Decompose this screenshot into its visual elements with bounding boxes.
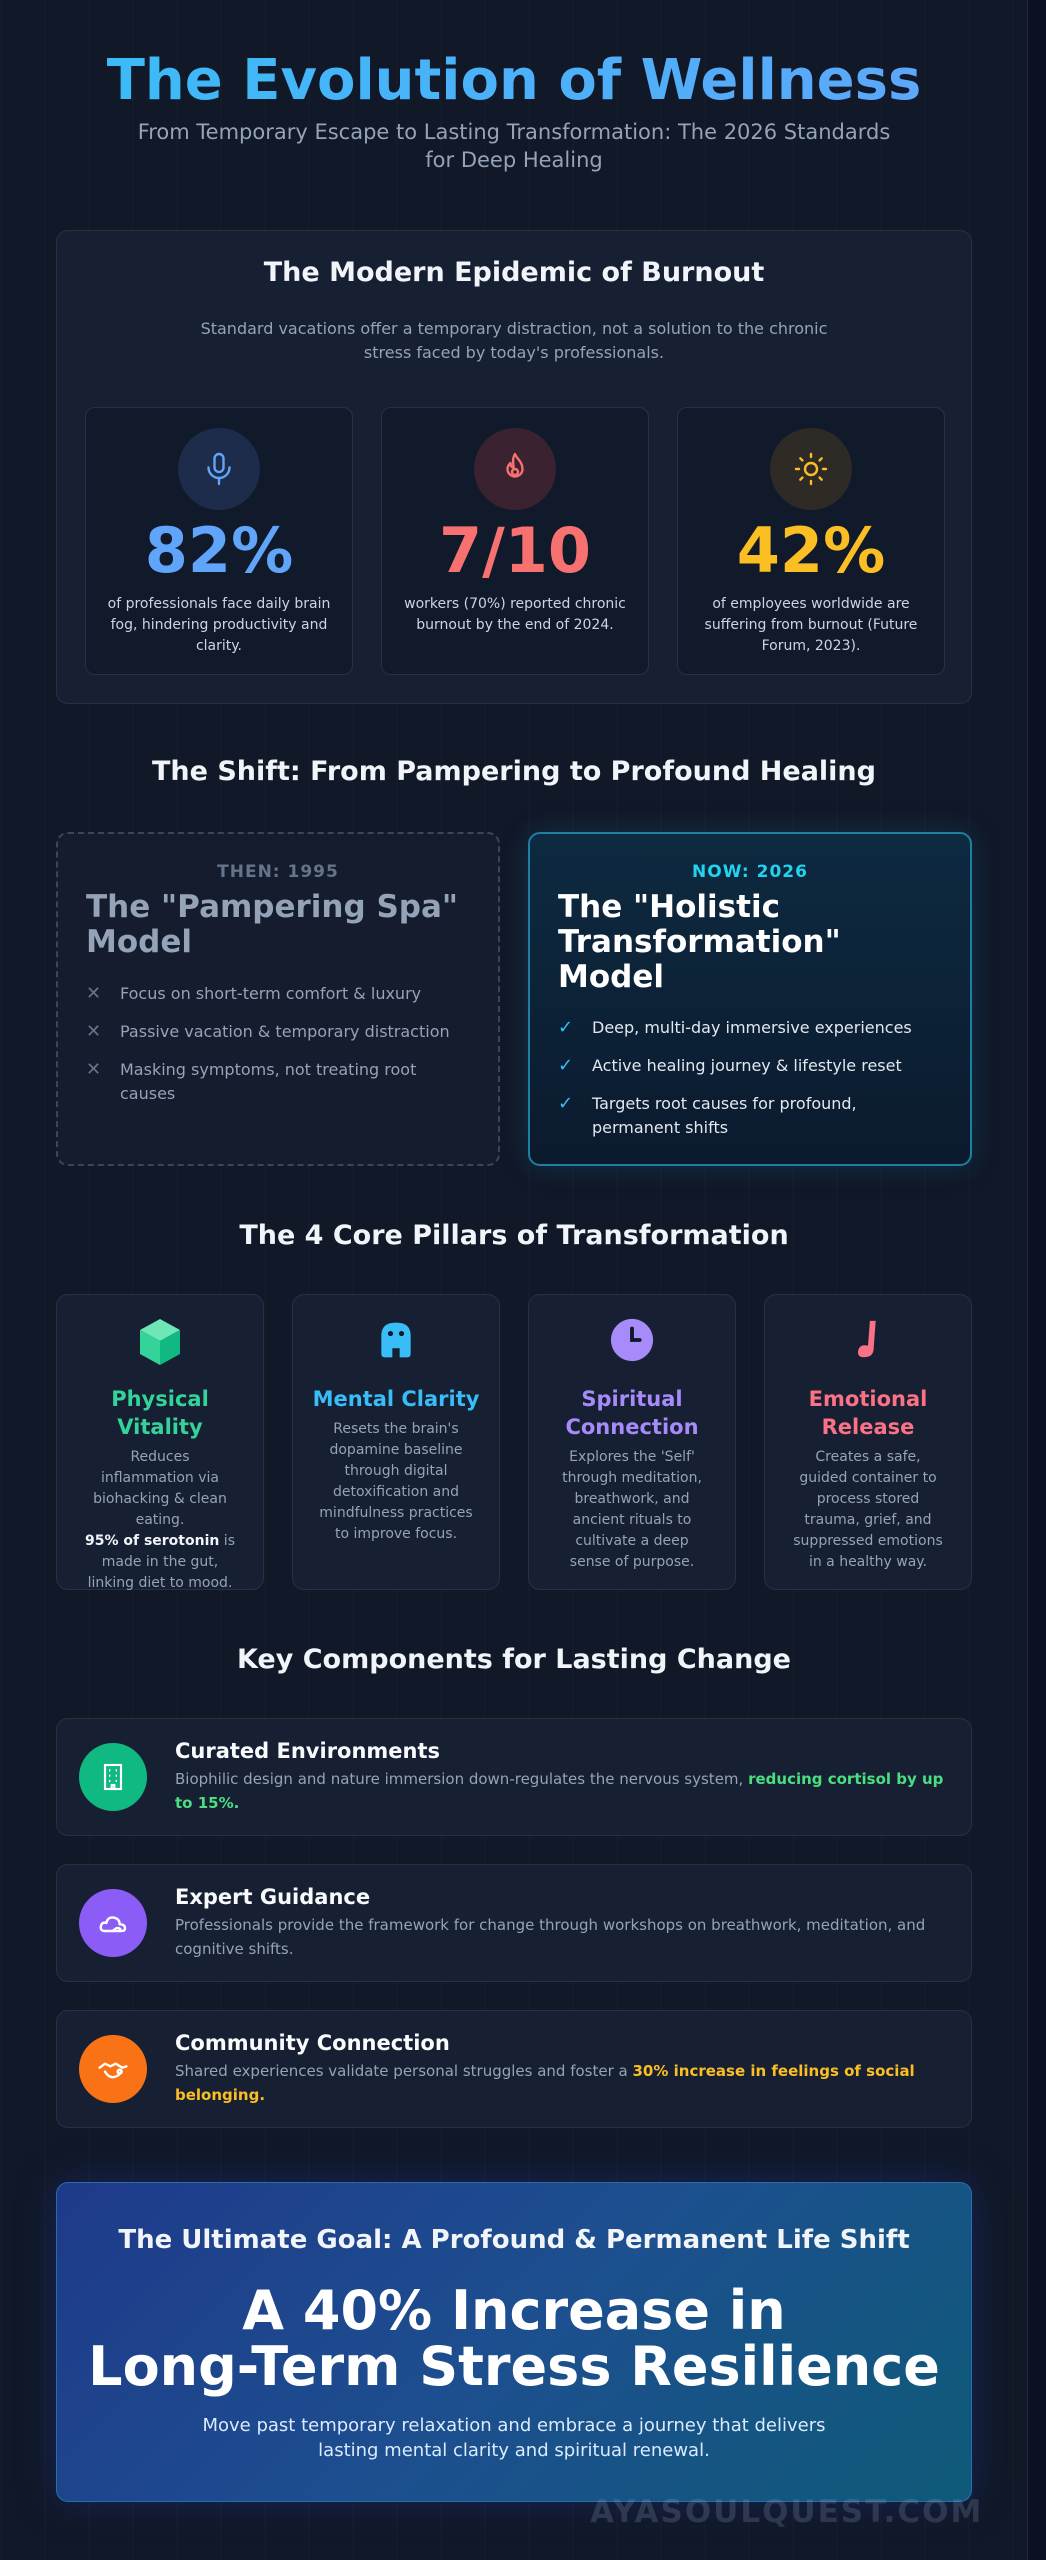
- now-model-card: NOW: 2026 The "Holistic Transformation" …: [528, 832, 972, 1166]
- stat-value: 82%: [144, 514, 294, 587]
- component-text: Biophilic design and nature immersion do…: [175, 1767, 947, 1815]
- now-point-text: Targets root causes for profound, perman…: [592, 1094, 857, 1137]
- page-subtitle: From Temporary Escape to Lasting Transfo…: [137, 120, 891, 172]
- stat-description: of employees worldwide are suffering fro…: [704, 596, 918, 654]
- stat-value: 42%: [736, 514, 886, 587]
- pillar-text: Creates a safe, guided container to proc…: [793, 1449, 943, 1570]
- pillar-physical-vitality: Physical Vitality Reduces inflammation v…: [56, 1294, 264, 1591]
- page-title: The Evolution of Wellness: [0, 48, 1028, 113]
- pillar-name: Emotional Release: [808, 1387, 928, 1439]
- sun-icon: [770, 428, 852, 510]
- now-point: ✓ Targets root causes for profound, perma…: [558, 1092, 946, 1140]
- stat-description: workers (70%) reported chronic burnout b…: [404, 596, 626, 633]
- stat-card-chronic-burnout: 7/10 workers (70%) reported chronic burn…: [381, 407, 649, 675]
- ultimate-goal-banner: The Ultimate Goal: A Profound & Permanen…: [56, 2182, 972, 2502]
- pillar-spiritual-connection: Spiritual Connection Explores the 'Self'…: [528, 1294, 736, 1590]
- stat-card-brain-fog: 82% of professionals face daily brain fo…: [85, 407, 353, 675]
- pillar-text-rest: is made in the gut, linking diet to mood…: [87, 1533, 235, 1591]
- components-title: Key Components for Lasting Change: [236, 1644, 791, 1675]
- then-point-text: Passive vacation & temporary distraction: [120, 1022, 450, 1041]
- pillar-name: Physical Vitality: [111, 1387, 209, 1439]
- scrollbar-track[interactable]: [1028, 0, 1046, 2560]
- pillar-mental-clarity: Mental Clarity Resets the brain's dopami…: [292, 1294, 500, 1590]
- component-text: Shared experiences validate personal str…: [175, 2059, 947, 2107]
- then-model-card: THEN: 1995 The "Pampering Spa" Model ✕ Fo…: [56, 832, 500, 1166]
- then-point: ✕ Focus on short-term comfort & luxury: [86, 982, 474, 1006]
- goal-text: Move past temporary relaxation and embra…: [202, 2415, 826, 2461]
- component-title: Expert Guidance: [175, 1885, 371, 1909]
- cloud-icon: [79, 1889, 147, 1957]
- then-point-text: Masking symptoms, not treating root caus…: [120, 1060, 417, 1103]
- then-point: ✕ Passive vacation & temporary distractio…: [86, 1020, 474, 1044]
- stat-description: of professionals face daily brain fog, h…: [107, 596, 331, 654]
- component-curated-environments: Curated Environments Biophilic design an…: [56, 1718, 972, 1836]
- component-highlight: 30% increase in feelings of social belon…: [175, 2062, 915, 2104]
- stat-value: 7/10: [438, 514, 592, 587]
- pillar-text-main: Reduces inflammation via biohacking & cl…: [93, 1449, 227, 1528]
- handshake-icon: [79, 2035, 147, 2103]
- then-era-label: THEN: 1995: [217, 862, 339, 882]
- stat-card-employees-burnout: 42% of employees worldwide are suffering…: [677, 407, 945, 675]
- goal-headline-line-1: A 40% Increase in: [242, 2279, 786, 2342]
- now-era-label: NOW: 2026: [692, 862, 808, 882]
- component-highlight: reducing cortisol by up to 15%.: [175, 1770, 944, 1812]
- component-title: Community Connection: [175, 2031, 450, 2055]
- then-model-title: The "Pampering Spa" Model: [86, 889, 459, 960]
- watermark: AYASOULQUEST.COM: [590, 2494, 984, 2530]
- brain-icon: [293, 1317, 499, 1367]
- goal-headline-line-2: Long-Term Stress Resilience: [88, 2335, 940, 2398]
- burnout-section: The Modern Epidemic of Burnout Standard …: [56, 230, 972, 704]
- now-point-text: Active healing journey & lifestyle reset: [592, 1056, 902, 1075]
- shift-title: The Shift: From Pampering to Profound He…: [152, 756, 876, 787]
- component-community-connection: Community Connection Shared experiences …: [56, 2010, 972, 2128]
- building-icon: [79, 1743, 147, 1811]
- component-text-main: Biophilic design and nature immersion do…: [175, 1770, 749, 1788]
- microphone-icon: [178, 428, 260, 510]
- cross-icon: ✕: [86, 1059, 102, 1080]
- now-point: ✓ Active healing journey & lifestyle rese…: [558, 1054, 946, 1078]
- pillar-emotional-release: Emotional Release Creates a safe, guided…: [764, 1294, 972, 1590]
- burnout-intro: Standard vacations offer a temporary dis…: [200, 319, 828, 362]
- pillar-name: Mental Clarity: [312, 1387, 480, 1411]
- pillar-text: Reduces inflammation via biohacking & cl…: [83, 1447, 237, 1594]
- then-point-text: Focus on short-term comfort & luxury: [120, 984, 422, 1003]
- burnout-title: The Modern Epidemic of Burnout: [263, 257, 765, 288]
- component-text-main: Shared experiences validate personal str…: [175, 2062, 633, 2080]
- music-note-icon: [765, 1317, 971, 1367]
- now-point: ✓ Deep, multi-day immersive experiences: [558, 1016, 946, 1040]
- checkmark-icon: ✓: [558, 1093, 574, 1114]
- pillar-text: Explores the 'Self' through meditation, …: [562, 1449, 702, 1570]
- cube-icon: [57, 1317, 263, 1367]
- now-point-text: Deep, multi-day immersive experiences: [592, 1018, 912, 1037]
- checkmark-icon: ✓: [558, 1055, 574, 1076]
- component-text: Professionals provide the framework for …: [175, 1916, 926, 1958]
- pillar-text: Resets the brain's dopamine baseline thr…: [319, 1421, 473, 1542]
- clock-icon: [529, 1317, 735, 1367]
- then-point: ✕ Masking symptoms, not treating root cau…: [86, 1058, 474, 1106]
- component-expert-guidance: Expert Guidance Professionals provide th…: [56, 1864, 972, 1982]
- goal-subtitle: The Ultimate Goal: A Profound & Permanen…: [118, 2225, 910, 2255]
- pillars-title: The 4 Core Pillars of Transformation: [239, 1220, 789, 1251]
- component-title: Curated Environments: [175, 1739, 441, 1763]
- cross-icon: ✕: [86, 983, 102, 1004]
- flame-icon: [474, 428, 556, 510]
- pillar-text-bold: 95% of serotonin: [84, 1533, 220, 1549]
- pillar-name: Spiritual Connection: [565, 1387, 699, 1439]
- checkmark-icon: ✓: [558, 1017, 574, 1038]
- cross-icon: ✕: [86, 1021, 102, 1042]
- now-model-title: The "Holistic Transformation" Model: [558, 889, 841, 995]
